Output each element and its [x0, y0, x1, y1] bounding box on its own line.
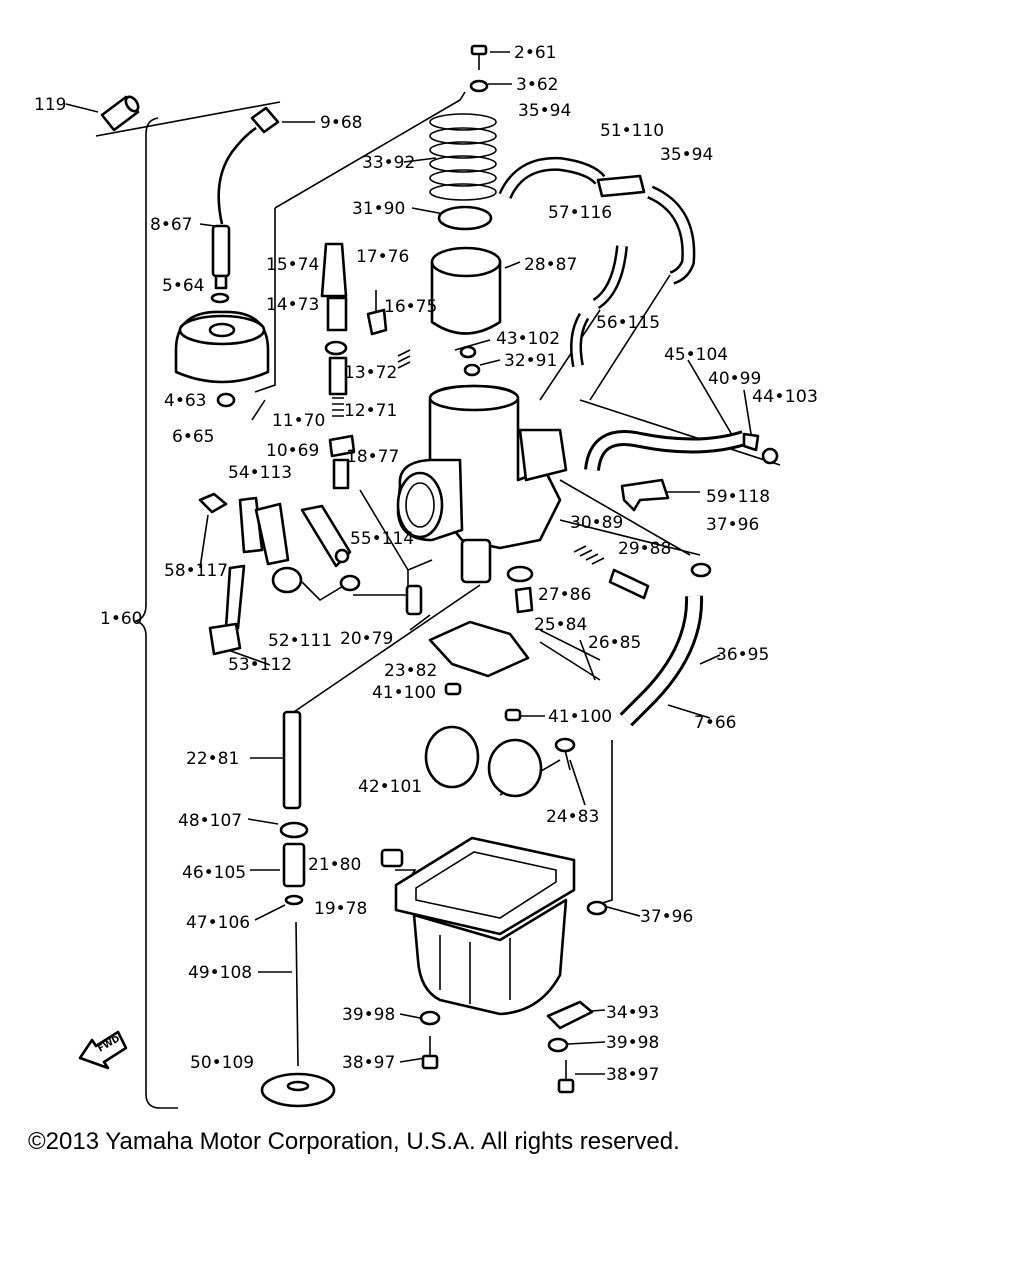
callout-label: 12•71: [344, 401, 397, 421]
callout-label: 37•96: [640, 907, 693, 927]
callout-label: 14•73: [266, 295, 319, 315]
assembly-bracket: [133, 117, 178, 1109]
callout-label: 46•105: [182, 863, 246, 883]
callout-label: 11•70: [272, 411, 325, 431]
callout-label: 50•109: [190, 1053, 254, 1073]
callout-label: 45•104: [664, 345, 728, 365]
callout-label: 37•96: [706, 515, 759, 535]
callout-label: 16•75: [384, 297, 437, 317]
callout-label: 17•76: [356, 247, 409, 267]
part-shapes: [78, 44, 779, 1108]
callout-label: 49•108: [188, 963, 252, 983]
callout-label: 35•94: [518, 101, 571, 121]
callout-label: 57•116: [548, 203, 612, 223]
callout-label: 59•118: [706, 487, 770, 507]
callout-label: 48•107: [178, 811, 242, 831]
callout-label: 41•100: [548, 707, 612, 727]
callout-label: 22•81: [186, 749, 239, 769]
callout-label: 27•86: [538, 585, 591, 605]
callout-label: 20•79: [340, 629, 393, 649]
callout-label: 31•90: [352, 199, 405, 219]
callout-label: 34•93: [606, 1003, 659, 1023]
callout-label: 43•102: [496, 329, 560, 349]
callout-label: 23•82: [384, 661, 437, 681]
callout-label: 36•95: [716, 645, 769, 665]
callout-label: 25•84: [534, 615, 587, 635]
callout-label: 55•114: [350, 529, 414, 549]
callout-label: 1•60: [100, 609, 142, 629]
callout-label: 19•78: [314, 899, 367, 919]
callout-label: 29•88: [618, 539, 671, 559]
callout-label: 52•111: [268, 631, 332, 651]
callout-label: 32•91: [504, 351, 557, 371]
callout-label: 47•106: [186, 913, 250, 933]
callout-label: 15•74: [266, 255, 319, 275]
callout-label: 2•61: [514, 43, 556, 63]
callout-label: 51•110: [600, 121, 664, 141]
callout-label: 56•115: [596, 313, 660, 333]
callout-label: 9•68: [320, 113, 362, 133]
carburetor-exploded-diagram: FWD 2•61 3•62 35•94 51•110 35•94 119 9•6…: [34, 43, 818, 1109]
copyright-notice: ©2013 Yamaha Motor Corporation, U.S.A. A…: [28, 1128, 680, 1155]
callout-label: 41•100: [372, 683, 436, 703]
callout-label: 21•80: [308, 855, 361, 875]
forward-arrow-icon: [78, 1030, 128, 1070]
callout-label: 35•94: [660, 145, 713, 165]
callout-label: 40•99: [708, 369, 761, 389]
callout-label: 38•97: [606, 1065, 659, 1085]
callout-label: 13•72: [344, 363, 397, 383]
callout-label: 8•67: [150, 215, 192, 235]
callout-label: 44•103: [752, 387, 818, 407]
callout-label: 42•101: [358, 777, 422, 797]
callout-label: 119: [34, 95, 66, 115]
callout-label: 6•65: [172, 427, 214, 447]
callout-label: 33•92: [362, 153, 415, 173]
callout-label: 28•87: [524, 255, 577, 275]
callout-label: 24•83: [546, 807, 599, 827]
callout-label: 54•113: [228, 463, 292, 483]
callout-label: 5•64: [162, 276, 204, 296]
callout-label: 53•112: [228, 655, 292, 675]
callout-label: 39•98: [606, 1033, 659, 1053]
callout-label: 7•66: [694, 713, 736, 733]
callout-label: 10•69: [266, 441, 319, 461]
callout-label: 58•117: [164, 561, 228, 581]
callout-label: 18•77: [346, 447, 399, 467]
callout-label: 3•62: [516, 75, 558, 95]
callout-label: 38•97: [342, 1053, 395, 1073]
leader-lines: [65, 51, 781, 1075]
callout-label: 39•98: [342, 1005, 395, 1025]
callout-label: 26•85: [588, 633, 641, 653]
callout-label: 30•89: [570, 513, 623, 533]
callout-labels: 2•61 3•62 35•94 51•110 35•94 119 9•68 33…: [34, 43, 818, 1085]
callout-label: 4•63: [164, 391, 206, 411]
